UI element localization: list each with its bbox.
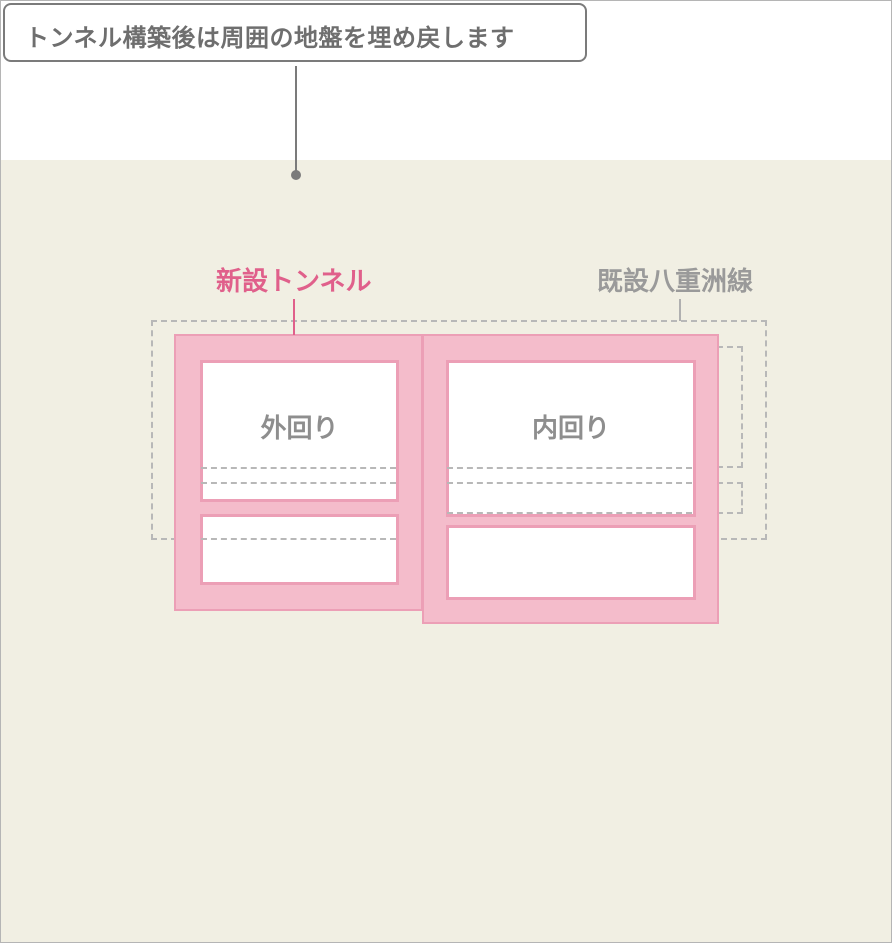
existing-line-overlay	[201, 467, 396, 469]
new-tunnel-label: 新設トンネル	[216, 267, 372, 297]
inner-loop-lower-room	[446, 525, 696, 600]
new-tunnel-inner: 内回り	[422, 334, 719, 624]
existing-line-overlay	[447, 512, 692, 514]
outer-loop-upper-room: 外回り	[200, 360, 399, 502]
new-tunnel-outer: 外回り	[174, 334, 423, 611]
existing-line-overlay	[201, 482, 396, 484]
existing-line-overlay	[201, 538, 396, 540]
existing-line-overlay	[447, 467, 692, 469]
callout-text: トンネル構築後は周囲の地盤を埋め戻します	[25, 24, 515, 52]
inner-loop-upper-room: 内回り	[446, 360, 696, 517]
callout-leader-line	[295, 66, 297, 174]
new-tunnel-leader-line	[293, 299, 295, 335]
existing-line-label: 既設八重洲線	[597, 267, 754, 297]
callout-box: トンネル構築後は周囲の地盤を埋め戻します	[3, 3, 587, 62]
callout-leader-dot	[291, 170, 301, 180]
outer-loop-label: 外回り	[260, 414, 339, 444]
inner-loop-label: 内回り	[531, 414, 610, 444]
outer-loop-lower-room	[200, 514, 399, 585]
existing-line-overlay	[447, 482, 692, 484]
existing-line-leader-line	[679, 299, 681, 321]
